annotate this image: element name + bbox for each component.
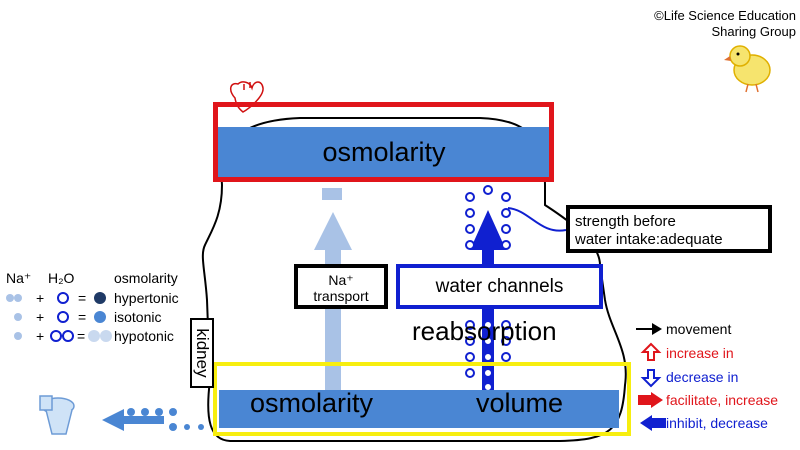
kidney-label: kidney bbox=[193, 328, 212, 378]
legend-header-h2o: H₂O bbox=[48, 270, 75, 286]
copyright-notice: ©Life Science Education Sharing Group bbox=[600, 8, 796, 40]
strength-line1: strength before bbox=[575, 213, 676, 230]
strength-line2: water intake:adequate bbox=[575, 231, 723, 248]
strength-box: strength before water intake:adequate bbox=[566, 205, 772, 253]
legend-header-osmolarity: osmolarity bbox=[114, 270, 178, 286]
urine-compartment-box bbox=[213, 362, 631, 436]
top-osmolarity-band bbox=[218, 127, 550, 177]
chick-icon bbox=[724, 45, 771, 93]
legend-plus-1: + bbox=[36, 290, 45, 306]
legend-plus-3: + bbox=[36, 328, 45, 344]
na-transport-box: Na⁺ transport bbox=[294, 264, 388, 309]
na-transport-line2: transport bbox=[313, 288, 369, 304]
legend-hypotonic: hypotonic bbox=[114, 328, 174, 344]
toilet-icon bbox=[39, 395, 75, 435]
legend-eq-2: = bbox=[78, 309, 87, 325]
bottom-band bbox=[219, 390, 619, 428]
bottom-osmolarity-label: osmolarity bbox=[250, 388, 374, 418]
legend-inhibit: inhibit, decrease bbox=[666, 415, 768, 431]
legend-plus-2: + bbox=[36, 309, 45, 325]
blood-compartment-box bbox=[213, 102, 554, 182]
heart-icon bbox=[230, 81, 264, 113]
legend-hypertonic: hypertonic bbox=[114, 290, 179, 306]
legend-facilitate: facilitate, increase bbox=[666, 392, 779, 408]
copyright-line1: ©Life Science Education bbox=[654, 8, 796, 23]
legend-header-na: Na⁺ bbox=[6, 270, 32, 286]
top-osmolarity-label: osmolarity bbox=[322, 137, 446, 167]
legend-symbols bbox=[6, 292, 112, 342]
bottom-volume-label: volume bbox=[476, 388, 564, 418]
legend-isotonic: isotonic bbox=[114, 309, 162, 325]
reabsorption-label: reabsorption bbox=[412, 316, 557, 346]
legend-eq-3: = bbox=[77, 328, 86, 344]
body-outline bbox=[201, 117, 627, 442]
water-molecule-circles bbox=[465, 185, 511, 392]
legend-decrease: decrease in bbox=[666, 369, 739, 385]
arrow-legend-symbols bbox=[636, 323, 666, 431]
legend-eq-1: = bbox=[78, 290, 87, 306]
urine-outflow-arrow bbox=[102, 408, 204, 431]
water-channels-box: water channels bbox=[396, 264, 603, 309]
legend-increase: increase in bbox=[666, 345, 734, 361]
na-transport-line1: Na⁺ bbox=[328, 272, 354, 288]
strength-connector bbox=[507, 207, 567, 232]
copyright-line2: Sharing Group bbox=[711, 24, 796, 39]
legend-movement: movement bbox=[666, 321, 732, 337]
kidney-label-box: kidney bbox=[190, 318, 214, 388]
